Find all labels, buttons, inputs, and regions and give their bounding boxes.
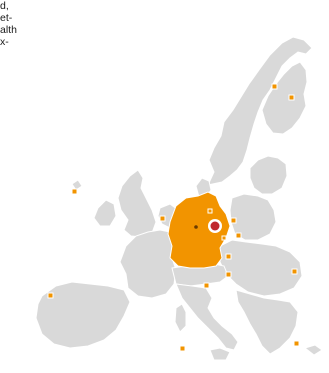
caption-line: d, (0, 0, 9, 12)
country-france[interactable] (119, 229, 177, 299)
country-great-britain[interactable] (117, 169, 157, 238)
city-marker[interactable] (271, 83, 278, 90)
country-scandinavia[interactable] (207, 36, 313, 186)
city-marker[interactable] (230, 217, 237, 224)
caption-text: d, et- alth x- (0, 0, 58, 48)
city-marker[interactable] (221, 235, 227, 241)
country-iberia[interactable] (35, 281, 131, 349)
island-faroe[interactable] (71, 179, 83, 191)
caption-line: alth (0, 24, 17, 36)
city-marker[interactable] (71, 188, 78, 195)
city-marker[interactable] (179, 345, 186, 352)
island-sardinia[interactable] (174, 303, 187, 333)
city-marker[interactable] (207, 208, 213, 214)
country-germany-highlighted[interactable] (167, 191, 231, 269)
country-finland[interactable] (261, 61, 308, 135)
country-italy[interactable] (175, 283, 239, 351)
country-balkans[interactable] (235, 289, 299, 355)
island-sicily[interactable] (209, 347, 231, 361)
country-ireland[interactable] (93, 199, 117, 227)
city-marker[interactable] (159, 215, 166, 222)
city-marker[interactable] (225, 253, 232, 260)
city-marker[interactable] (203, 282, 210, 289)
capital-marker-dot[interactable] (210, 221, 220, 231)
country-central-europe[interactable] (219, 239, 303, 297)
city-marker[interactable] (235, 232, 242, 239)
island-cyprus[interactable] (303, 344, 323, 356)
city-marker[interactable] (293, 340, 300, 347)
city-marker[interactable] (225, 271, 232, 278)
city-marker[interactable] (288, 94, 295, 101)
country-baltics[interactable] (249, 155, 288, 195)
city-marker[interactable] (47, 292, 54, 299)
caption-line: x- (0, 36, 9, 48)
city-marker[interactable] (291, 268, 298, 275)
germany-center-dot (194, 225, 198, 229)
caption-line: et- (0, 12, 13, 24)
